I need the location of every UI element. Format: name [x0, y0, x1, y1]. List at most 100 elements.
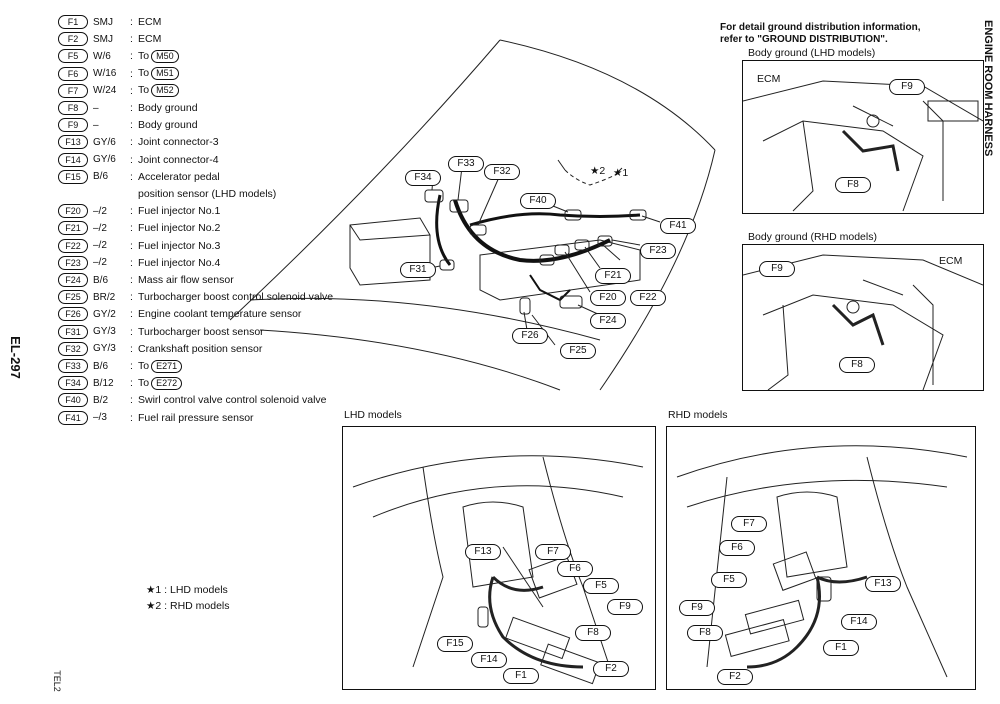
connector-code: F15: [58, 169, 88, 184]
lhd-callout-f13: F13: [465, 544, 501, 560]
description-text: ECM: [138, 16, 162, 28]
description-text: To: [138, 49, 150, 62]
callout-f32: F32: [484, 164, 520, 180]
connector-description: Fuel injector No.3: [138, 240, 220, 252]
connector-description: Turbocharger boost control solenoid valv…: [138, 291, 333, 303]
connector-description: Fuel injector No.1: [138, 205, 220, 217]
separator: :: [130, 84, 133, 97]
separator: :: [130, 239, 133, 252]
connector-description: Body ground: [138, 119, 198, 131]
description-text: Turbocharger boost sensor: [138, 325, 264, 338]
connector-description: Fuel injector No.4: [138, 257, 220, 269]
legend-row: F41–/3:Fuel rail pressure sensor: [58, 410, 254, 426]
legend-row: F9–:Body ground: [58, 117, 198, 133]
wire-code: –: [93, 119, 99, 131]
rhd-callout-f8: F8: [687, 625, 723, 641]
legend-row: F8–:Body ground: [58, 100, 198, 116]
wire-code: GY/2: [93, 308, 116, 320]
connector-code: F21: [58, 221, 88, 236]
connector-f31: [439, 259, 455, 271]
description-continuation: position sensor (LHD models): [138, 188, 277, 200]
rhd-ground-title: Body ground (RHD models): [748, 231, 877, 243]
description-text: Fuel injector No.1: [138, 205, 221, 218]
description-text: Fuel injector No.3: [138, 239, 221, 252]
separator: :: [130, 170, 133, 183]
separator: :: [130, 308, 133, 321]
description-text: Body ground: [138, 102, 198, 114]
callout-f20: F20: [590, 290, 626, 306]
wire-code: W/6: [93, 50, 111, 62]
lhd-callout-f6: F6: [557, 561, 593, 577]
connector-f34: [424, 189, 444, 203]
wire-code: B/2: [93, 394, 109, 406]
separator: :: [130, 291, 133, 304]
connector-description: Fuel rail pressure sensor: [138, 412, 254, 424]
connector-f20: [539, 254, 555, 266]
description-text: Fuel injector No.2: [138, 222, 221, 235]
connector-code: F6: [58, 66, 88, 81]
rhd-models-title: RHD models: [668, 409, 728, 421]
separator: :: [130, 256, 133, 269]
star2-marker: ★2: [590, 165, 606, 177]
lhd-callout-f5: F5: [583, 578, 619, 594]
callout-f22: F22: [630, 290, 666, 306]
callout-f40: F40: [520, 193, 556, 209]
wire-code: BR/2: [93, 291, 116, 303]
rhd-callout-f1: F1: [823, 640, 859, 656]
callout-f41: F41: [660, 218, 696, 234]
target-connector: M50: [151, 49, 179, 63]
callout-f21: F21: [595, 268, 631, 284]
connector-f41: [629, 209, 647, 221]
separator: :: [130, 153, 133, 166]
rhd-callout-f5: F5: [711, 572, 747, 588]
connector-code: F23: [58, 255, 88, 270]
connector-description: Turbocharger boost sensor: [138, 326, 264, 338]
connector-description: Accelerator pedal: [138, 171, 220, 183]
connector-code: F20: [58, 204, 88, 219]
lhd-callout-f14: F14: [471, 652, 507, 668]
rhd-ground-f8: F8: [839, 357, 875, 373]
callout-f25: F25: [560, 343, 596, 359]
wire-code: –: [93, 102, 99, 114]
footer-code: TEL2: [51, 670, 62, 692]
ground-note-line-1: For detail ground distribution informati…: [720, 22, 921, 33]
lhd-callout-f15: F15: [437, 636, 473, 652]
connector-code: F40: [58, 393, 88, 408]
connector-code: F14: [58, 152, 88, 167]
description-text: ECM: [138, 33, 162, 46]
side-title: ENGINE ROOM HARNESS: [982, 20, 994, 157]
rhd-callout-f13: F13: [865, 576, 901, 592]
wire-code: –/2: [93, 222, 107, 234]
description-text: Mass air flow sensor: [138, 274, 234, 286]
separator: :: [130, 377, 133, 390]
connector-f24: [559, 295, 583, 309]
wire-code: W/16: [93, 68, 117, 80]
legend-row: F21–/2:Fuel injector No.2: [58, 220, 220, 236]
rhd-callout-f9: F9: [679, 600, 715, 616]
wire-code: GY/3: [93, 343, 116, 355]
connector-f21: [554, 244, 570, 256]
callout-f24: F24: [590, 313, 626, 329]
separator: :: [130, 16, 133, 28]
connector-code: F2: [58, 32, 88, 47]
connector-description: Swirl control valve control solenoid val…: [138, 394, 327, 406]
connector-code: F26: [58, 307, 88, 322]
lhd-callout-f9: F9: [607, 599, 643, 615]
wire-code: –/2: [93, 240, 107, 252]
connector-code: F7: [58, 83, 88, 98]
separator: :: [130, 205, 133, 218]
side-title-strip: ENGINE ROOM HARNESS: [982, 0, 998, 704]
